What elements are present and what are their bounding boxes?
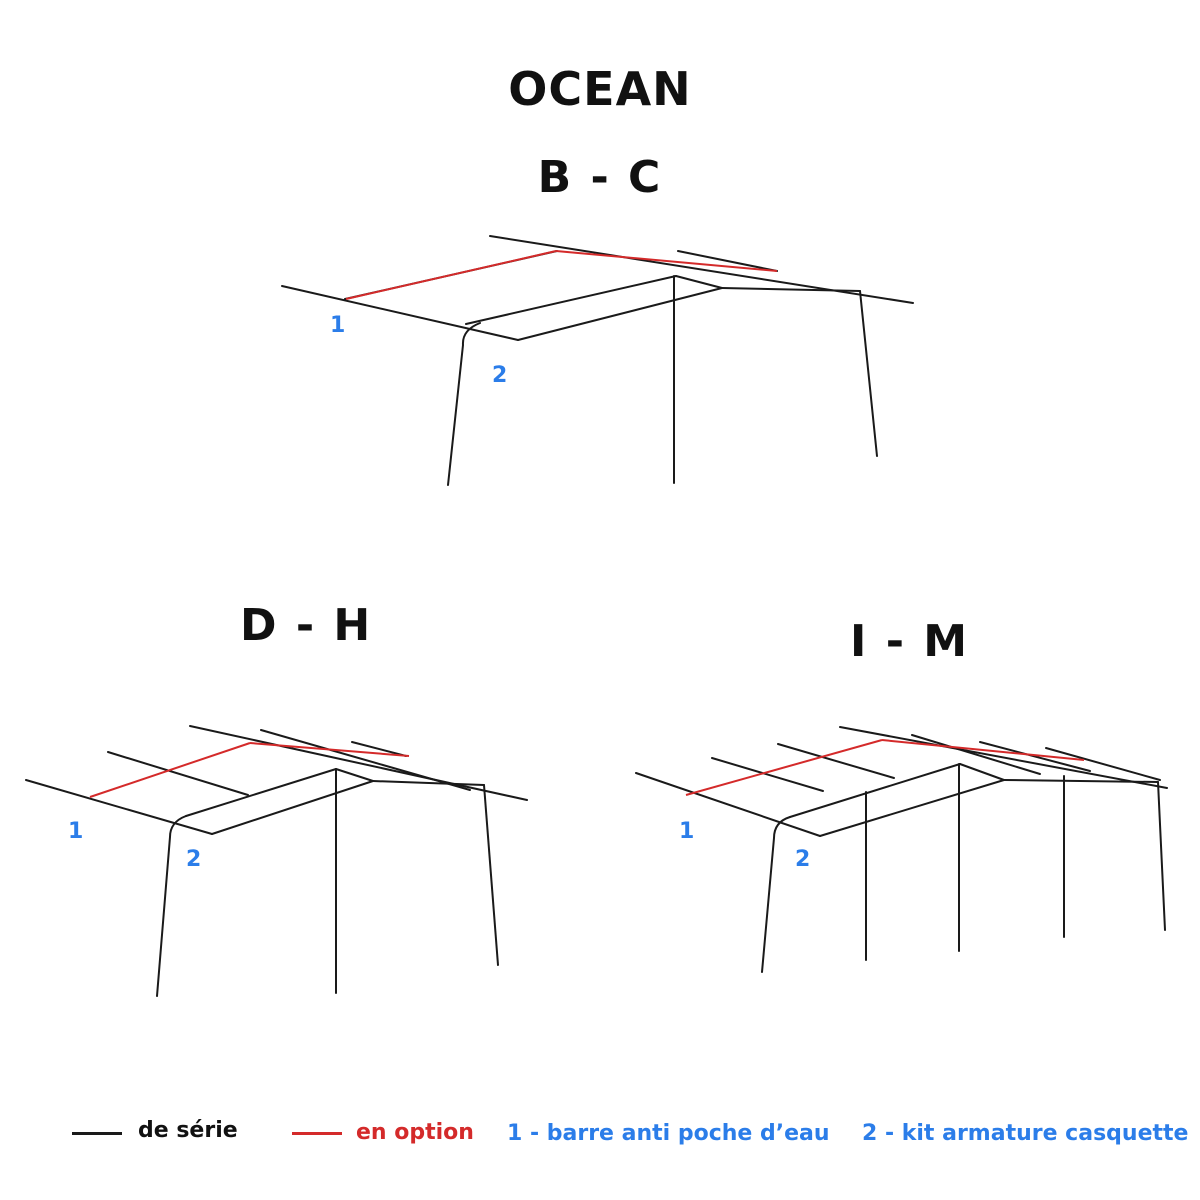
option-bars-dh (89, 742, 410, 798)
option-bars-im (685, 739, 1085, 796)
marker-1-im: 1 (679, 819, 694, 844)
legend-item-2: 2 - kit armature casquette (862, 1121, 1189, 1146)
option-bars-bc (345, 250, 778, 300)
marker-1-bc: 1 (330, 313, 345, 338)
legend-item-1: 1 - barre anti poche d’eau (507, 1121, 830, 1146)
marker-2-dh: 2 (186, 847, 201, 872)
main-title: OCEAN (508, 62, 692, 116)
legend-option: en option (356, 1120, 474, 1145)
legend-option-swatch (292, 1132, 342, 1135)
legend-standard-swatch (72, 1132, 122, 1135)
frame-dh (25, 725, 528, 997)
marker-1-dh: 1 (68, 819, 83, 844)
marker-2-im: 2 (795, 847, 810, 872)
title-dh: D - H (240, 600, 373, 651)
legend-standard: de série (138, 1118, 238, 1143)
title-bc: B - C (537, 152, 663, 203)
frame-bc (281, 235, 914, 486)
frame-im (635, 726, 1168, 973)
marker-2-bc: 2 (492, 363, 507, 388)
title-im: I - M (850, 616, 970, 667)
